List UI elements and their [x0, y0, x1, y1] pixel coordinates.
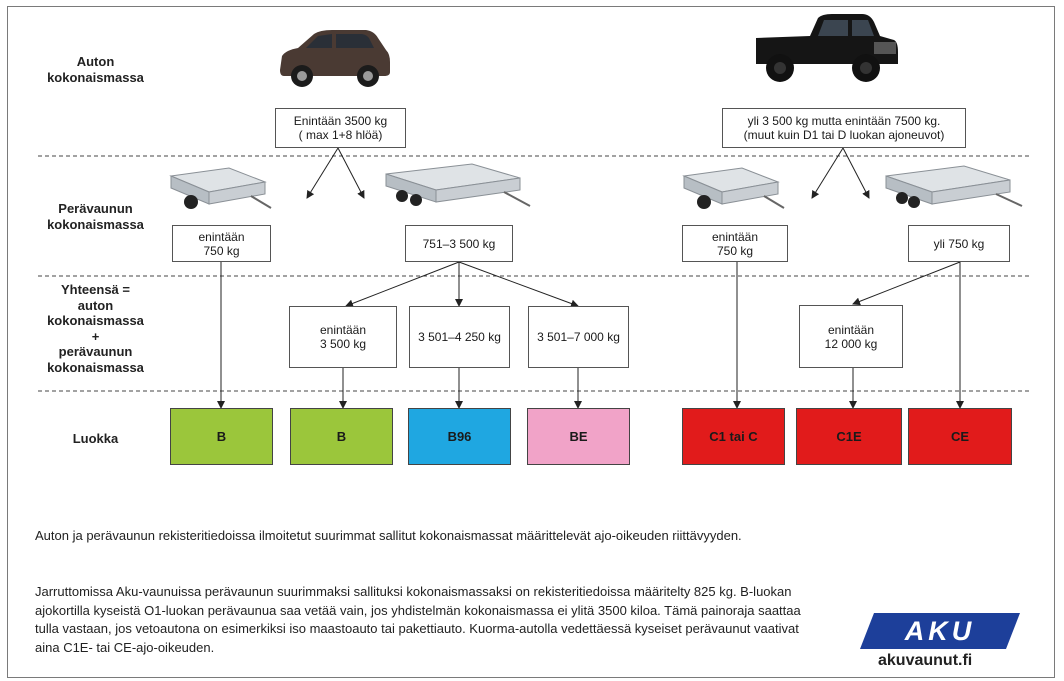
suv-image: [280, 30, 390, 87]
trailer-box-3: enintään 750 kg: [682, 225, 788, 262]
row-label-class: Luokka: [72, 431, 119, 446]
trailer-image: [885, 165, 1023, 208]
row-label-total: Yhteensä = auton kokonaismassa + perävau…: [47, 282, 144, 375]
pickup-truck-image: [756, 14, 898, 82]
car-box-right: yli 3 500 kg mutta enintään 7500 kg. (mu…: [722, 108, 966, 148]
aku-logo: AKU: [860, 613, 1020, 649]
total-box-1: enintään 3 500 kg: [289, 306, 397, 368]
frame: [7, 6, 1055, 678]
total-box-3: 3 501–7 000 kg: [528, 306, 629, 368]
paragraph-2: Jarruttomissa Aku-vaunuissa perävaunun s…: [35, 584, 801, 655]
class-box-ce: CE: [908, 408, 1012, 465]
car-box-left: Enintään 3500 kg ( max 1+8 hlöä): [275, 108, 406, 148]
class-box-be: BE: [527, 408, 630, 465]
total-box-2: 3 501–4 250 kg: [409, 306, 510, 368]
class-box-b-1: B: [170, 408, 273, 465]
website-label: akuvaunut.fi: [878, 652, 973, 669]
aku-logo-text: AKU: [904, 616, 976, 646]
class-box-c1e: C1E: [796, 408, 902, 465]
trailer-box-4: yli 750 kg: [908, 225, 1010, 262]
row-label-car: Auton kokonaismassa: [47, 54, 144, 85]
class-box-b-2: B: [290, 408, 393, 465]
trailer-image: [682, 167, 785, 209]
class-box-b96: B96: [408, 408, 511, 465]
trailer-box-1: enintään 750 kg: [172, 225, 271, 262]
class-box-c1-tai-c: C1 tai C: [682, 408, 785, 465]
row-separators: [38, 155, 1032, 392]
paragraph-1: Auton ja perävaunun rekisteritiedoissa i…: [35, 528, 742, 543]
trailer-image: [169, 167, 272, 209]
row-label-trailer: Perävaunun kokonaismassa: [47, 201, 144, 232]
trailer-box-2: 751–3 500 kg: [405, 225, 513, 262]
trailer-image: [385, 163, 531, 207]
total-box-4: enintään 12 000 kg: [799, 305, 903, 368]
